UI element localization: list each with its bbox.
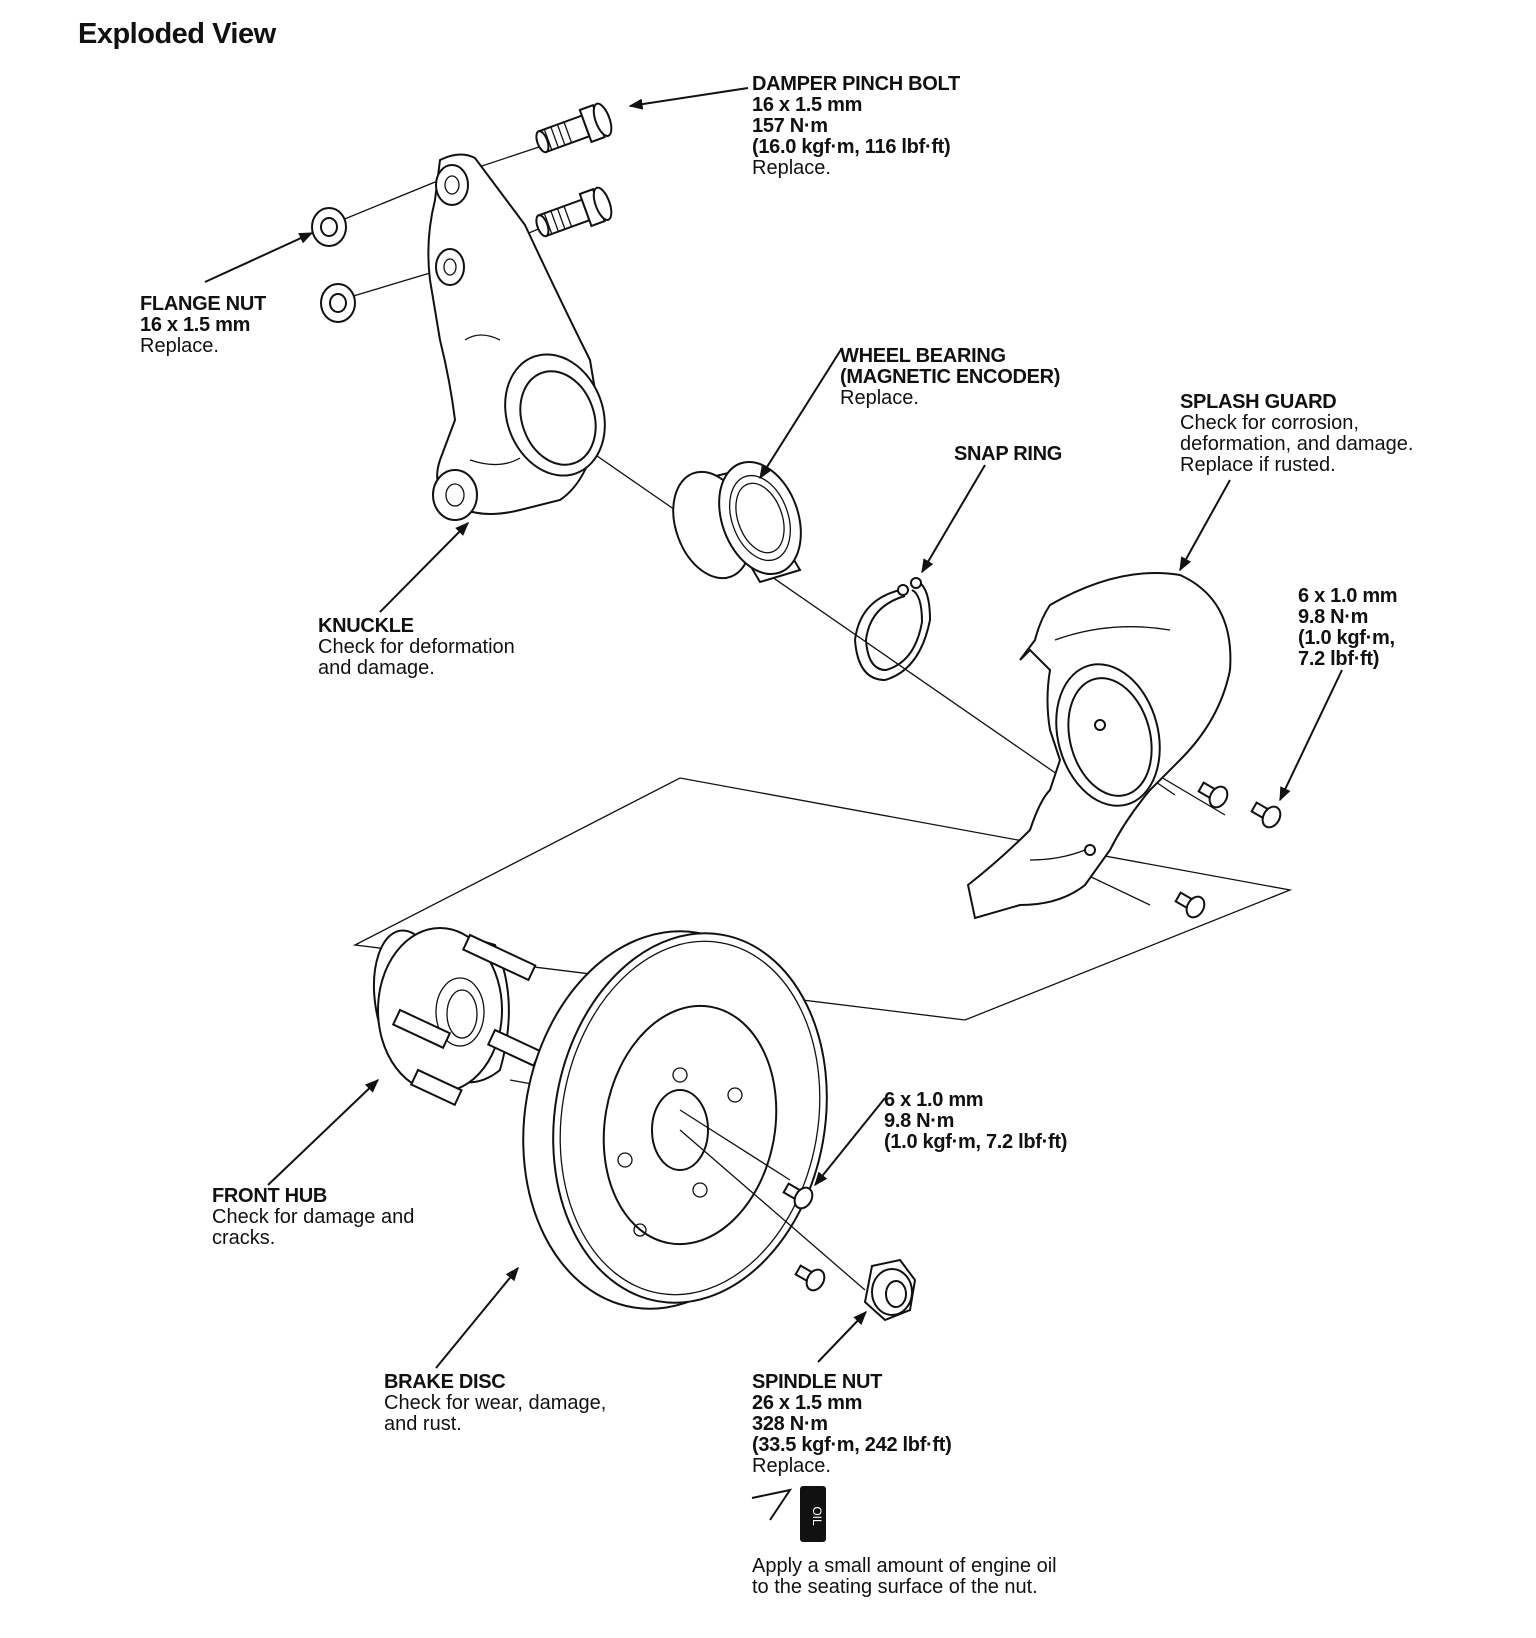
- wheel-bearing-callout: WHEEL BEARING (MAGNETIC ENCODER) Replace…: [840, 346, 1060, 409]
- wheel-bearing-label: WHEEL BEARING: [840, 345, 1006, 367]
- front-hub-note-2: cracks.: [212, 1227, 276, 1249]
- damper-pinch-bolt-callout: DAMPER PINCH BOLT 16 x 1.5 mm 157 N·m (1…: [752, 74, 960, 179]
- spindle-nut-size: 26 x 1.5 mm: [752, 1392, 863, 1414]
- damper-pinch-bolt-size: 16 x 1.5 mm: [752, 94, 863, 116]
- disc-screw-icon: [782, 1182, 826, 1292]
- brake-disc-note-2: and rust.: [384, 1413, 462, 1435]
- oil-note-line-2: to the seating surface of the nut.: [752, 1576, 1038, 1598]
- splash-guard-bolt-callout: 6 x 1.0 mm 9.8 N·m (1.0 kgf·m, 7.2 lbf·f…: [1298, 585, 1398, 670]
- brake-disc-note-1: Check for wear, damage,: [384, 1392, 607, 1414]
- disc-screw-callout: 6 x 1.0 mm 9.8 N·m (1.0 kgf·m, 7.2 lbf·f…: [884, 1090, 1067, 1153]
- oil-note-line-1: Apply a small amount of engine oil: [752, 1555, 1057, 1577]
- brake-disc-callout: BRAKE DISC Check for wear, damage, and r…: [384, 1372, 606, 1435]
- spindle-nut-note: Replace.: [752, 1455, 831, 1477]
- knuckle-label: KNUCKLE: [318, 615, 414, 637]
- splash-guard-bolt-torque-alt-1: (1.0 kgf·m,: [1298, 627, 1395, 649]
- knuckle-note-2: and damage.: [318, 657, 435, 679]
- leader-arrows: [204, 87, 1343, 1369]
- wheel-bearing-note: Replace.: [840, 387, 919, 409]
- splash-guard-bolt-torque-alt-2: 7.2 lbf·ft): [1298, 648, 1380, 670]
- snap-ring-icon: [853, 577, 932, 682]
- damper-pinch-bolt-icon: [535, 102, 613, 238]
- flange-nut-note: Replace.: [140, 335, 219, 357]
- knuckle-note-1: Check for deformation: [318, 636, 515, 658]
- front-hub-label: FRONT HUB: [212, 1185, 328, 1207]
- flange-nut-size: 16 x 1.5 mm: [140, 314, 251, 336]
- spindle-nut-torque-alt: (33.5 kgf·m, 242 lbf·ft): [752, 1434, 952, 1456]
- wheel-bearing-icon: [672, 460, 802, 584]
- front-hub-note-1: Check for damage and: [212, 1206, 415, 1228]
- oil-icon-label: OIL: [810, 1506, 824, 1526]
- front-hub-callout: FRONT HUB Check for damage and cracks.: [212, 1186, 414, 1249]
- front-hub-icon: [372, 927, 566, 1107]
- flange-nut-label: FLANGE NUT: [140, 293, 266, 315]
- disc-screw-size: 6 x 1.0 mm: [884, 1089, 984, 1111]
- spindle-nut-icon: [863, 1258, 917, 1322]
- splash-guard-callout: SPLASH GUARD Check for corrosion, deform…: [1180, 392, 1414, 476]
- brake-disc-icon: [522, 930, 866, 1310]
- spindle-nut-label: SPINDLE NUT: [752, 1371, 883, 1393]
- splash-guard-icon: [966, 572, 1232, 920]
- damper-pinch-bolt-label: DAMPER PINCH BOLT: [752, 73, 960, 95]
- splash-guard-note-2: deformation, and damage.: [1180, 433, 1414, 455]
- damper-pinch-bolt-torque-alt: (16.0 kgf·m, 116 lbf·ft): [752, 136, 951, 158]
- splash-guard-bolt-torque: 9.8 N·m: [1298, 606, 1369, 628]
- splash-guard-bolt-icon: [1174, 781, 1282, 919]
- snap-ring-label: SNAP RING: [954, 443, 1063, 465]
- oil-note: Apply a small amount of engine oil to th…: [752, 1556, 1057, 1598]
- wheel-bearing-sub: (MAGNETIC ENCODER): [840, 366, 1061, 388]
- spindle-nut-callout: SPINDLE NUT 26 x 1.5 mm 328 N·m (33.5 kg…: [752, 1372, 952, 1477]
- snap-ring-callout: SNAP RING: [954, 444, 1062, 465]
- knuckle-icon: [427, 153, 606, 521]
- splash-guard-note-1: Check for corrosion,: [1180, 412, 1359, 434]
- spindle-nut-torque: 328 N·m: [752, 1413, 828, 1435]
- flange-nut-callout: FLANGE NUT 16 x 1.5 mm Replace.: [140, 294, 266, 357]
- splash-guard-bolt-size: 6 x 1.0 mm: [1298, 585, 1398, 607]
- brake-disc-label: BRAKE DISC: [384, 1371, 506, 1393]
- splash-guard-note-3: Replace if rusted.: [1180, 454, 1336, 476]
- disc-screw-torque-alt: (1.0 kgf·m, 7.2 lbf·ft): [884, 1131, 1068, 1153]
- oil-can-icon: OIL: [751, 1486, 826, 1542]
- disc-screw-torque: 9.8 N·m: [884, 1110, 955, 1132]
- damper-pinch-bolt-torque: 157 N·m: [752, 115, 828, 137]
- knuckle-callout: KNUCKLE Check for deformation and damage…: [318, 616, 515, 679]
- damper-pinch-bolt-note: Replace.: [752, 157, 831, 179]
- flange-nut-icon: [311, 207, 356, 323]
- page-title: Exploded View: [78, 18, 276, 50]
- splash-guard-label: SPLASH GUARD: [1180, 391, 1337, 413]
